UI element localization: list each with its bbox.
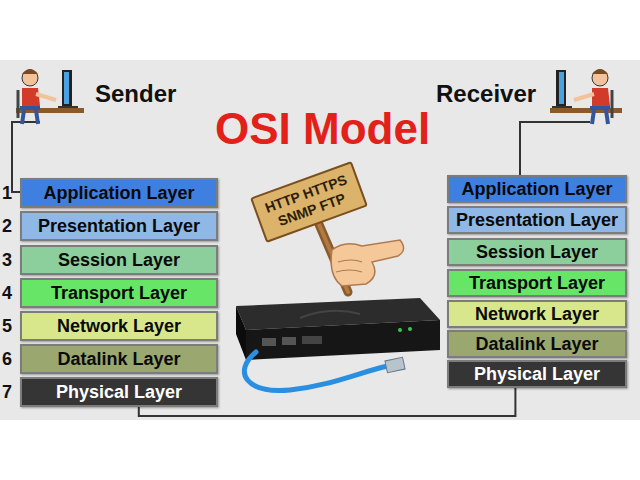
background-panel: [0, 60, 640, 420]
layer-number: 6: [2, 349, 12, 370]
layer-name: Transport Layer: [51, 283, 187, 304]
layer-name: Network Layer: [475, 304, 599, 325]
layer-box: Session Layer: [447, 238, 627, 266]
layer-box: Network Layer: [20, 311, 218, 341]
layer-box: Session Layer: [20, 245, 218, 275]
layer-box: Physical Layer: [20, 377, 218, 407]
layer-number: 4: [2, 283, 12, 304]
layer-number: 3: [2, 250, 12, 271]
layer-name: Application Layer: [43, 183, 194, 204]
layer-box: Application Layer: [447, 175, 627, 203]
sender-label: Sender: [95, 80, 176, 108]
layer-name: Network Layer: [57, 316, 181, 337]
layer-name: Transport Layer: [469, 273, 605, 294]
layer-name: Datalink Layer: [475, 334, 598, 355]
layer-name: Physical Layer: [56, 382, 182, 403]
sign-board: HTTP HTTPS SNMP FTP: [250, 161, 368, 243]
layer-box: Transport Layer: [447, 269, 627, 297]
layer-name: Physical Layer: [474, 364, 600, 385]
layer-name: Presentation Layer: [38, 216, 200, 237]
title: OSI Model: [215, 104, 430, 154]
network-cable: [244, 352, 405, 390]
layer-box: Datalink Layer: [20, 344, 218, 374]
layer-box: Presentation Layer: [447, 206, 627, 234]
layer-name: Session Layer: [58, 250, 180, 271]
layer-box: Network Layer: [447, 300, 627, 328]
layer-box: Datalink Layer: [447, 330, 627, 358]
layer-number: 1: [2, 183, 12, 204]
router: [236, 298, 440, 360]
layer-name: Session Layer: [476, 242, 598, 263]
layer-name: Application Layer: [461, 179, 612, 200]
computer-user: [16, 69, 84, 124]
layer-name: Presentation Layer: [456, 210, 618, 231]
layer-box: Application Layer: [20, 178, 218, 208]
layer-box: Transport Layer: [20, 278, 218, 308]
protocol-text: HTTP HTTPS SNMP FTP: [257, 169, 361, 235]
layer-number: 2: [2, 216, 12, 237]
hand: [331, 240, 403, 286]
computer-user: [550, 69, 622, 124]
layer-box: Physical Layer: [447, 360, 627, 388]
wire: [520, 122, 590, 175]
layer-box: Presentation Layer: [20, 211, 218, 241]
layer-name: Datalink Layer: [57, 349, 180, 370]
layer-number: 5: [2, 316, 12, 337]
receiver-label: Receiver: [436, 80, 536, 108]
layer-number: 7: [2, 382, 12, 403]
